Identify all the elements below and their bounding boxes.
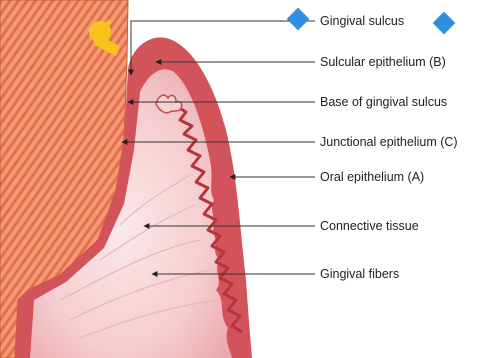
label-base-of-gingival-sulcus: Base of gingival sulcus [320, 95, 447, 109]
label-oral-epithelium: Oral epithelium (A) [320, 170, 424, 184]
label-gingival-fibers: Gingival fibers [320, 267, 399, 281]
label-gingival-sulcus: Gingival sulcus [320, 14, 404, 28]
label-sulcular-epithelium: Sulcular epithelium (B) [320, 55, 446, 69]
diamond-icon [433, 12, 456, 35]
label-junctional-epithelium: Junctional epithelium (C) [320, 135, 458, 149]
label-connective-tissue: Connective tissue [320, 219, 419, 233]
diamond-icon [287, 8, 310, 31]
